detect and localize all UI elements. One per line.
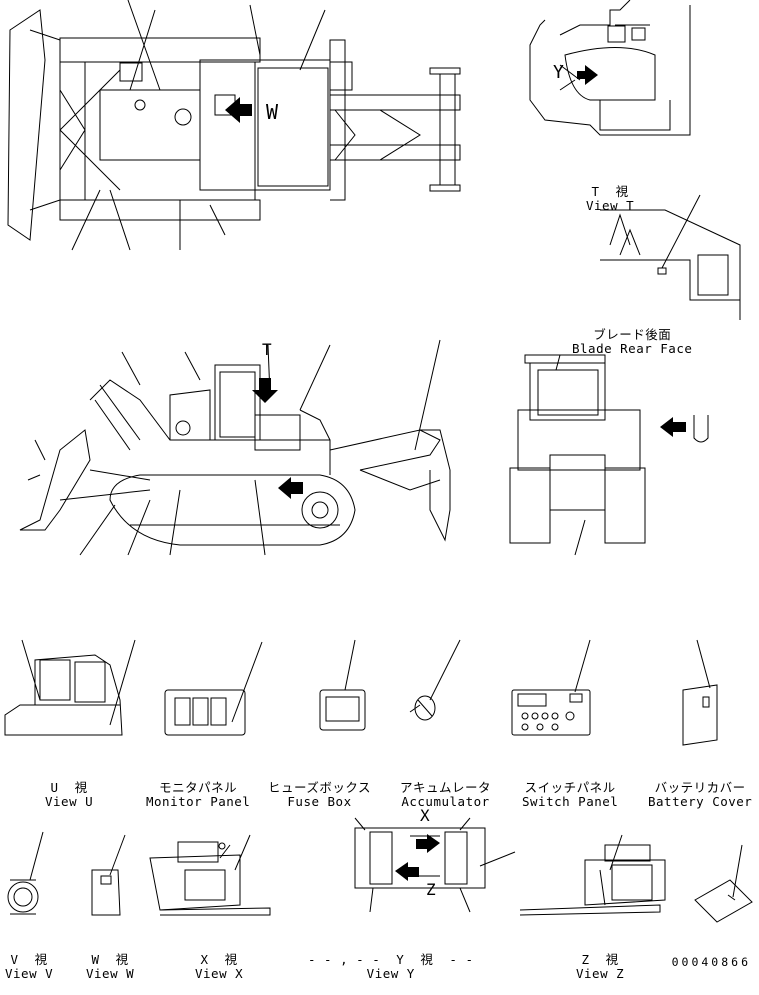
battery-cover-drawing xyxy=(682,639,718,746)
z-marker: Z xyxy=(426,880,436,899)
view-x-drawing xyxy=(149,834,271,916)
view-y-label: - - , - - Y 視 - -View Y xyxy=(308,952,474,981)
view-w-drawing xyxy=(91,834,126,916)
monitor-panel-drawing xyxy=(164,641,263,736)
view-t-drawing xyxy=(529,0,691,136)
parts-diagram xyxy=(4,0,753,923)
side-view-drawing xyxy=(19,339,451,556)
accumulator-drawing xyxy=(409,639,461,721)
fuse-box-drawing xyxy=(319,639,366,731)
blade-rear-face-drawing xyxy=(600,194,741,320)
top-plan-view xyxy=(7,0,461,251)
x-marker: X xyxy=(420,806,430,825)
t-marker: T xyxy=(262,340,272,359)
y-marker: Y xyxy=(553,62,564,83)
switch-panel-drawing xyxy=(511,639,591,736)
view-y-drawing xyxy=(354,817,516,913)
rear-view-drawing xyxy=(509,354,709,556)
sticker-sheet-drawing xyxy=(694,844,753,923)
w-marker: W xyxy=(266,100,279,124)
view-z-drawing xyxy=(519,834,666,916)
drawing-code: 00040866 xyxy=(671,955,751,969)
view-u-drawing xyxy=(4,639,136,736)
view-v-drawing xyxy=(7,831,44,915)
